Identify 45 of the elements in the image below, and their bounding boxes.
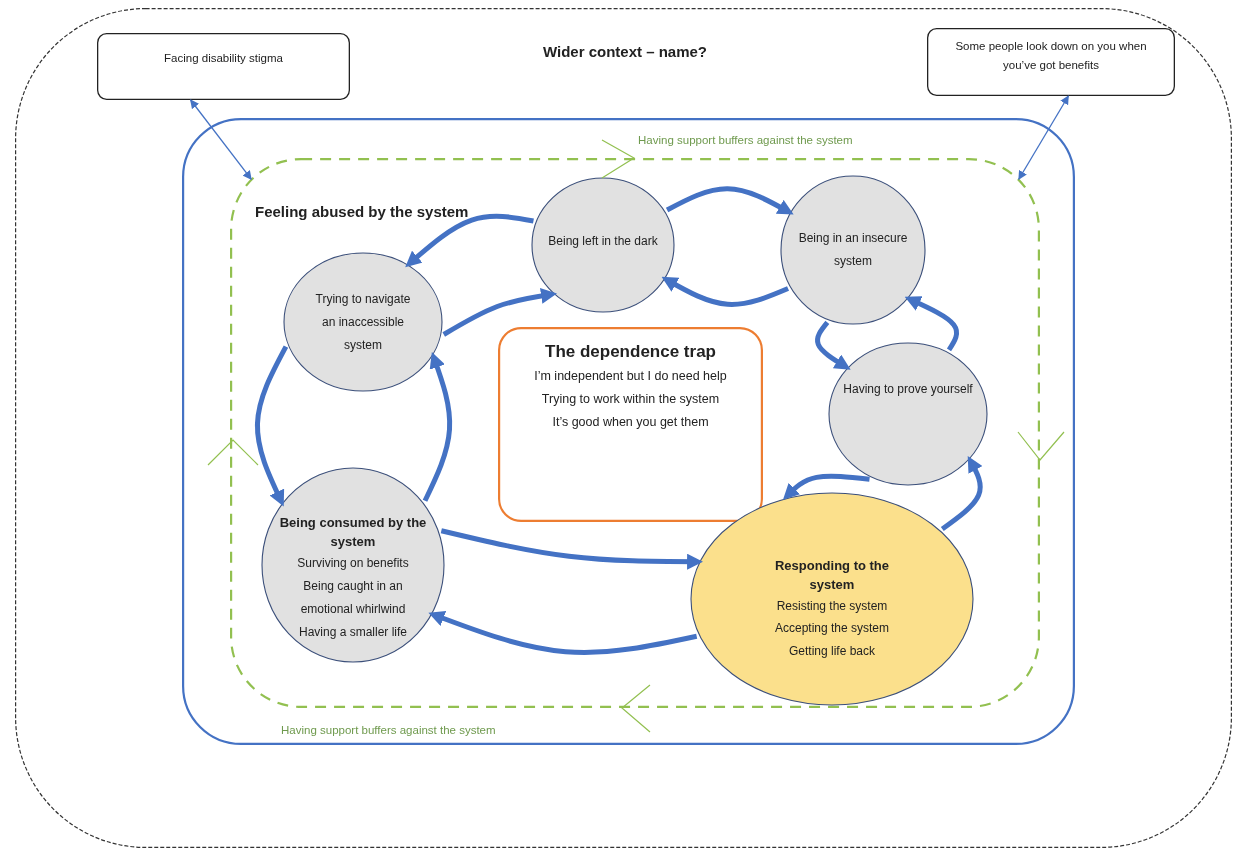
curved-arrow xyxy=(428,610,698,655)
frame-label: Having support buffers against the system xyxy=(281,723,497,738)
curved-arrow xyxy=(661,276,790,307)
support-loop xyxy=(230,158,1040,708)
theme-heading: The dependence trap xyxy=(544,341,717,363)
theme-heading: Being consumed by the system xyxy=(278,514,428,551)
subtheme-text: Getting life back xyxy=(787,642,876,660)
theme-text: Some people look down on you when you’ve got benefits xyxy=(954,39,1148,73)
curved-arrow xyxy=(665,186,794,215)
system-frame xyxy=(182,118,1075,745)
subtheme-text: Trying to work within the system xyxy=(540,390,721,408)
theme-heading: Responding to the system xyxy=(773,557,891,594)
context-card xyxy=(927,28,1175,96)
subtheme-text: Resisting the system xyxy=(775,597,889,615)
double-arrow xyxy=(1018,95,1069,180)
theme-ellipse xyxy=(531,177,675,313)
subtheme-text: Accepting the system xyxy=(773,620,891,638)
context-card xyxy=(97,33,350,100)
theme-heading: Feeling abused by the system xyxy=(255,202,470,222)
theme-ellipse xyxy=(690,492,974,706)
subtheme-text: It’s good when you get them xyxy=(551,413,710,431)
theme-text: Being left in the dark xyxy=(548,233,658,250)
curved-arrow xyxy=(440,528,704,570)
theme-text: Having to prove yourself xyxy=(842,381,974,398)
double-arrow xyxy=(189,99,252,180)
subtheme-text: Having a smaller life xyxy=(297,623,408,641)
theme-ellipse xyxy=(283,252,443,392)
theme-ellipse xyxy=(828,342,988,486)
context-boundary xyxy=(15,8,1232,848)
curved-arrow xyxy=(254,345,289,507)
subtheme-text: Surviving on benefits xyxy=(296,554,410,572)
curved-arrow xyxy=(940,455,983,531)
core-theme-box xyxy=(498,327,763,522)
frame-label: Having support buffers against the system xyxy=(638,133,854,148)
theme-ellipse xyxy=(261,467,445,663)
curved-arrow xyxy=(442,288,557,337)
curved-arrow xyxy=(405,213,534,268)
theme-ellipse xyxy=(780,175,926,325)
theme-text: Facing disability stigma xyxy=(163,51,284,66)
theme-text: Trying to navigate an inaccessible system xyxy=(314,291,412,354)
curved-arrow xyxy=(422,351,453,502)
subtheme-text: I’m independent but I do need help xyxy=(533,367,728,385)
context-heading: Wider context – name? xyxy=(541,42,709,62)
theme-text: Being in an insecure system xyxy=(797,230,909,270)
subtheme-text: Being caught in an emotional whirlwind xyxy=(299,577,407,618)
